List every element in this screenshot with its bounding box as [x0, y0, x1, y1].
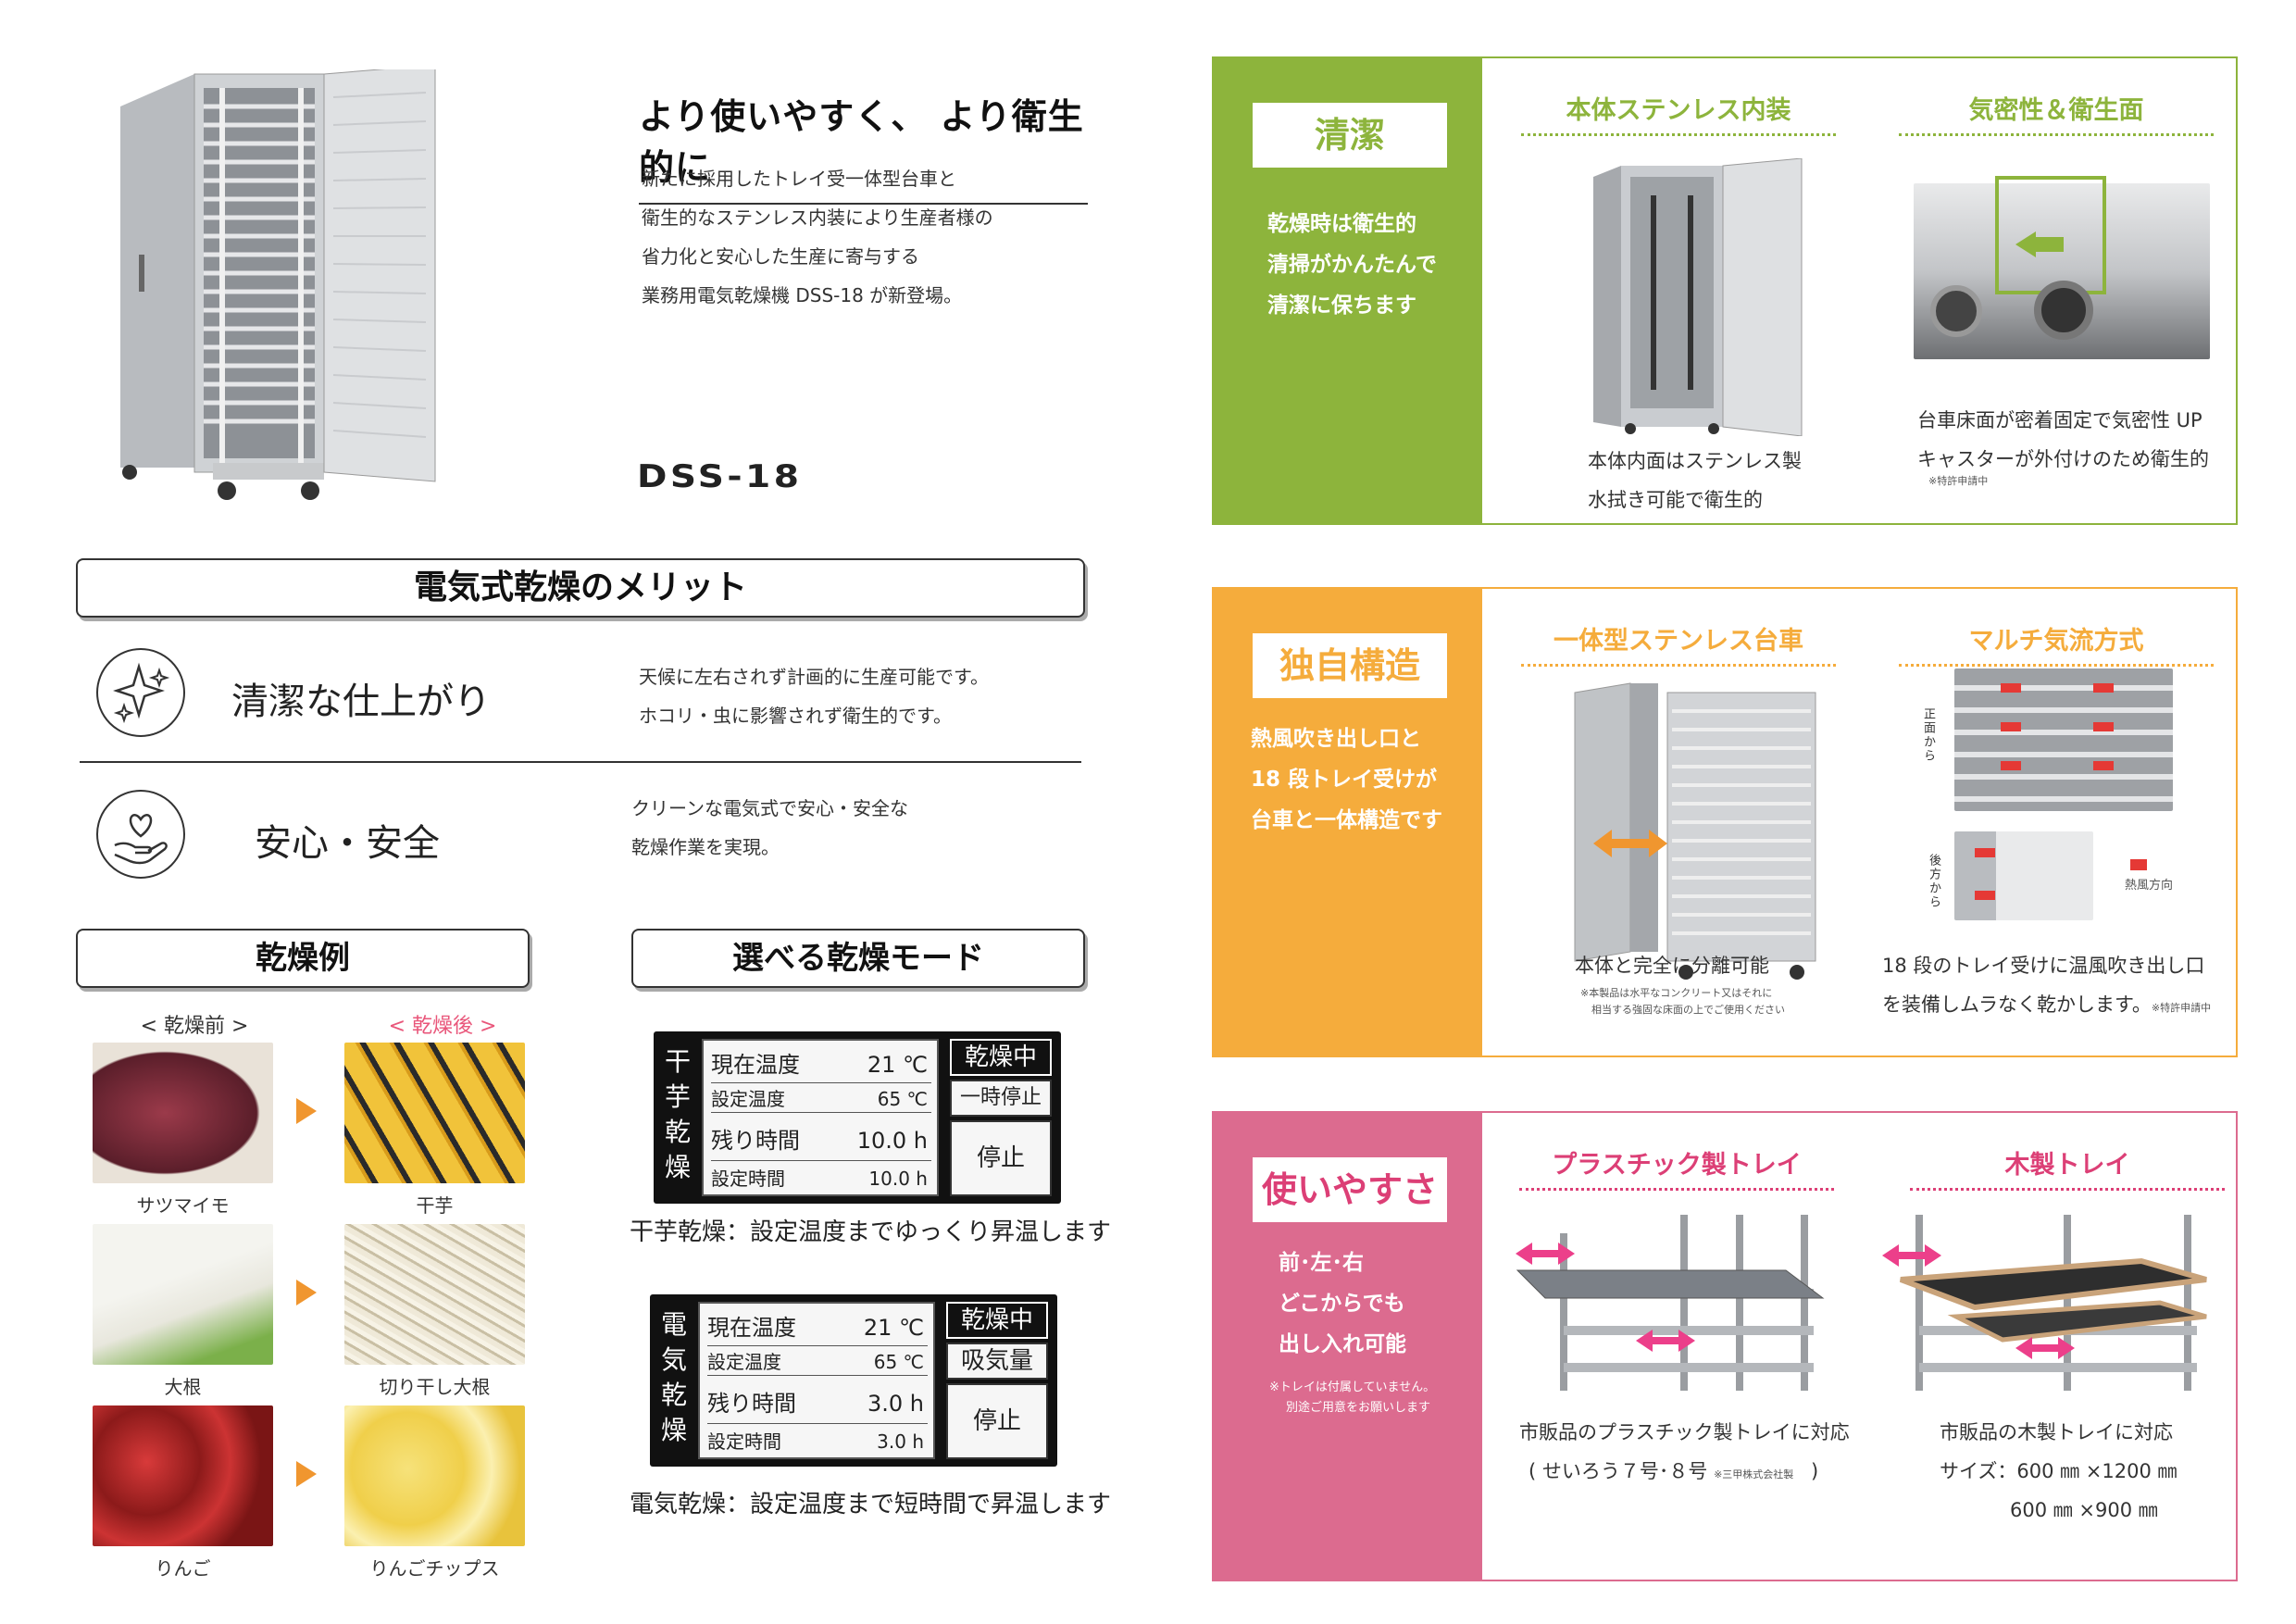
- panel-usability: 使いやすさ 前･左･右 どこからでも 出し入れ可能 ※トレイは付属していません。…: [1212, 1111, 2238, 1581]
- arrow-icon: [2015, 231, 2036, 257]
- airflow-arrow: [2093, 683, 2114, 693]
- mode-caption-imo: 干芋乾燥：設定温度までゆっくり昇温します: [630, 1218, 1112, 1246]
- hand-heart-icon: [96, 790, 185, 879]
- panel-clean: 清潔 乾燥時は衛生的 清掃がかんたんで 清潔に保ちます 本体ステンレス内装 本体…: [1212, 56, 2238, 525]
- food-name: 干芋: [416, 1194, 454, 1217]
- airflow-arrow: [2001, 722, 2021, 731]
- feature-title: マルチ気流方式: [1899, 620, 2214, 667]
- food-name: サツマイモ: [136, 1194, 230, 1217]
- pause-button[interactable]: 一時停止: [950, 1080, 1052, 1117]
- integrated-cart-photo: [1574, 682, 1816, 980]
- tag-structure: 独自構造: [1253, 633, 1447, 698]
- merit-title-clean: 清潔な仕上がり: [231, 681, 491, 723]
- after-label: < 乾燥後 >: [388, 1015, 497, 1038]
- front-airflow-photo: [1954, 668, 2173, 811]
- mode-caption-electric: 電気乾燥：設定温度まで短時間で昇温します: [630, 1491, 1112, 1518]
- before-label: < 乾燥前 >: [140, 1015, 249, 1038]
- tag-clean: 清潔: [1253, 103, 1447, 168]
- feature-caption: 市販品のプラスチック製トレイに対応 ( せいろう７号･８号 ※三甲株式会社製 ): [1519, 1421, 1850, 1482]
- airflow-arrow: [2093, 722, 2114, 731]
- front-label: 正面から: [1921, 707, 1935, 763]
- lcd-panel-electric: 電 気 乾 燥 現在温度 21 ℃ 設定温度 65 ℃ 残り時間 3.0 h 設…: [650, 1294, 1057, 1467]
- panel-structure: 独自構造 熱風吹き出し口と 18 段トレイ受けが 台車と一体構造です 一体型ステ…: [1212, 587, 2238, 1057]
- apple-chips-photo: [344, 1405, 525, 1546]
- airflow-arrow: [2093, 761, 2114, 770]
- examples-heading: 乾燥例: [76, 929, 530, 988]
- drying-status-button[interactable]: 乾燥中: [950, 1039, 1052, 1076]
- product-photo-dss18: [120, 69, 436, 500]
- stop-button[interactable]: 停止: [950, 1120, 1052, 1196]
- lcd-side-label: 干 芋 乾 燥: [664, 1046, 691, 1182]
- patent-note: ※特許申請中: [1928, 475, 1989, 487]
- intro-text: 新たに採用したトレイ受一体型台車と 衛生的なステンレス内装により生産者様の 省力…: [642, 168, 993, 306]
- lcd-readout: 現在温度 21 ℃ 設定温度 65 ℃ 残り時間 10.0 h 設定時間 10.…: [702, 1039, 939, 1196]
- arrow-icon: [296, 1280, 317, 1305]
- highlight-frame: [1995, 176, 2106, 294]
- airflow-arrow: [1975, 891, 1995, 900]
- apple-photo: [93, 1405, 273, 1546]
- merit-desc-safe: クリーンな電気式で安心・安全な 乾燥作業を実現。: [631, 797, 908, 858]
- stop-button[interactable]: 停止: [946, 1383, 1048, 1459]
- feature-caption: 本体内面はステンレス製 水拭き可能で衛生的: [1588, 450, 1802, 511]
- arrow-icon: [296, 1461, 317, 1487]
- drying-status-button[interactable]: 乾燥中: [946, 1302, 1048, 1339]
- intake-button[interactable]: 吸気量: [946, 1343, 1048, 1380]
- airflow-legend-icon: [2130, 859, 2147, 870]
- feature-title: 本体ステンレス内装: [1521, 90, 1836, 136]
- back-label: 後方から: [1927, 854, 1940, 909]
- model-name: DSS-18: [637, 458, 803, 495]
- feature-caption: 台車床面が密着固定で気密性 UP キャスターが外付けのため衛生的: [1917, 409, 2209, 470]
- feature-caption: 本体と完全に分離可能: [1575, 955, 1769, 977]
- panel-clean-desc: 乾燥時は衛生的 清掃がかんたんで 清潔に保ちます: [1267, 212, 1437, 318]
- dried-daikon-photo: [344, 1224, 525, 1365]
- merit-desc-clean: 天候に左右されず計画的に生産可能です。 ホコリ・虫に影響されず衛生的です。: [639, 666, 989, 727]
- caster-wheel: [2034, 281, 2093, 340]
- arrow-icon: [296, 1098, 317, 1124]
- plastic-tray-photo: [1516, 1215, 1825, 1391]
- panel-structure-desc: 熱風吹き出し口と 18 段トレイ受けが 台車と一体構造です: [1251, 727, 1442, 832]
- airflow-arrow: [2001, 683, 2021, 693]
- sparkle-icon: [96, 648, 185, 737]
- feature-title: 木製トレイ: [1910, 1144, 2225, 1191]
- merit-divider: [80, 761, 1081, 763]
- feature-caption: 18 段のトレイ受けに温風吹き出し口 を装備しムラなく乾かします。※特許申請中: [1882, 955, 2212, 1016]
- food-name: りんご: [155, 1557, 211, 1580]
- daikon-photo: [93, 1224, 273, 1365]
- caster-photo: [1914, 176, 2210, 359]
- feature-caption: 市販品の木製トレイに対応 サイズ：600 ㎜ ×1200 ㎜ 600 ㎜ ×90…: [1940, 1421, 2177, 1521]
- lcd-readout: 現在温度 21 ℃ 設定温度 65 ℃ 残り時間 3.0 h 設定時間 3.0 …: [698, 1302, 935, 1459]
- intro-headline: より使いやすく、 より衛生的に: [639, 88, 1088, 205]
- feature-title: 一体型ステンレス台車: [1521, 620, 1836, 667]
- sweet-potato-photo: [93, 1043, 273, 1183]
- modes-heading: 選べる乾燥モード: [631, 929, 1085, 988]
- caster-wheel: [1930, 285, 1982, 337]
- back-airflow-photo: [1954, 831, 2093, 920]
- airflow-legend: 熱風方向: [2125, 879, 2174, 893]
- food-name: 大根: [164, 1376, 202, 1398]
- dried-sweet-potato-photo: [344, 1043, 525, 1183]
- merit-heading: 電気式乾燥のメリット: [76, 558, 1085, 618]
- lcd-panel-imo: 干 芋 乾 燥 現在温度 21 ℃ 設定温度 65 ℃ 残り時間 10.0 h …: [654, 1031, 1061, 1204]
- lcd-side-label: 電 気 乾 燥: [660, 1309, 687, 1445]
- airflow-arrow: [1975, 848, 1995, 857]
- tray-note: ※トレイは付属していません。 別途ご用意をお願いします: [1269, 1380, 1436, 1415]
- tag-usability: 使いやすさ: [1253, 1157, 1447, 1222]
- food-name: りんごチップス: [369, 1557, 500, 1580]
- floor-note: ※本製品は水平なコンクリート又はそれに 相当する強固な床面の上でご使用ください: [1580, 987, 1785, 1016]
- feature-title: 気密性＆衛生面: [1899, 90, 2214, 136]
- panel-usability-desc: 前･左･右 どこからでも 出し入れ可能: [1279, 1251, 1406, 1356]
- food-name: 切り干し大根: [379, 1376, 491, 1398]
- merit-title-safe: 安心・安全: [255, 822, 440, 865]
- wooden-tray-photo: [1882, 1215, 2207, 1391]
- feature-title: プラスチック製トレイ: [1519, 1144, 1834, 1191]
- stainless-interior-photo: [1593, 158, 1803, 436]
- airflow-arrow: [2001, 761, 2021, 770]
